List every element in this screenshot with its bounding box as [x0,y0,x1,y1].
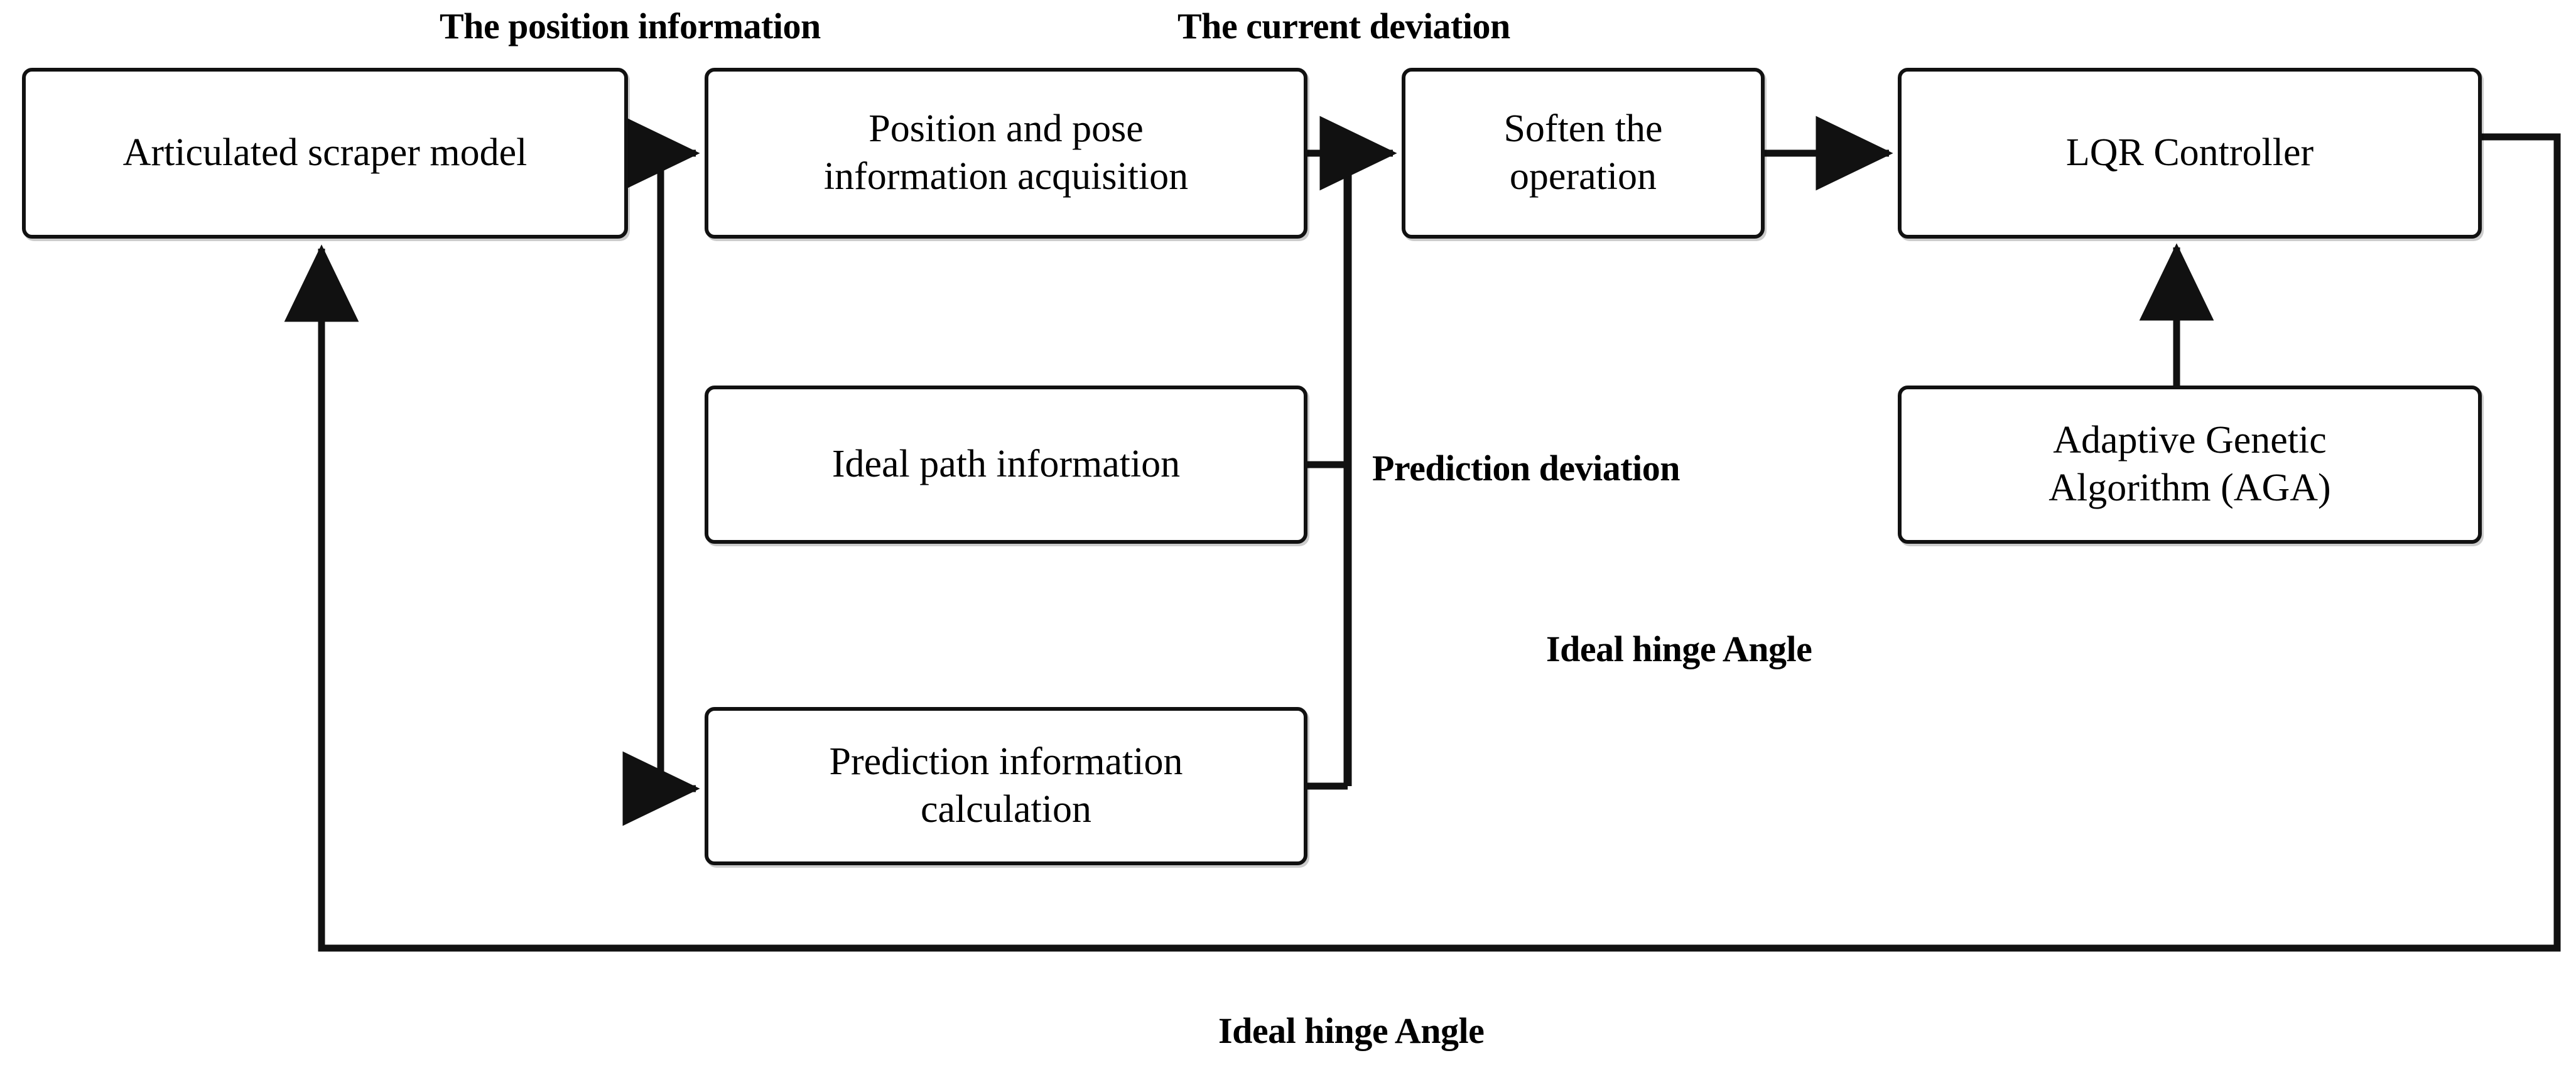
node-ideal-path-information[interactable]: Ideal path information [705,386,1307,544]
node-label-prediction-information-calculation: Prediction information calculation [829,740,1183,831]
edge-label-ideal-hinge-angle-bottom: Ideal hinge Angle [1218,1010,1485,1051]
node-adaptive-genetic-algorithm[interactable]: Adaptive Genetic Algorithm (AGA) [1898,386,2482,544]
node-label-lqr-controller: LQR Controller [2065,131,2314,175]
node-label-adaptive-genetic-algorithm: Adaptive Genetic Algorithm (AGA) [2048,419,2331,509]
node-position-pose-acquisition[interactable]: Position and pose information acquisitio… [705,68,1307,239]
node-soften-the-operation[interactable]: Soften the operation [1402,68,1765,239]
node-articulated-scraper-model[interactable]: Articulated scraper model [22,68,628,239]
node-label-position-pose-acquisition: Position and pose information acquisitio… [823,107,1189,198]
edge-label-current-deviation: The current deviation [1177,6,1510,46]
node-label-articulated-scraper-model: Articulated scraper model [122,131,528,175]
edge-label-ideal-hinge-angle-middle: Ideal hinge Angle [1546,629,1812,669]
node-lqr-controller[interactable]: LQR Controller [1898,68,2482,239]
node-label-ideal-path-information: Ideal path information [831,443,1181,486]
node-prediction-information-calculation[interactable]: Prediction information calculation [705,707,1307,865]
connector-lqr-feedback-path [284,133,2561,952]
edge-label-prediction-deviation: Prediction deviation [1372,448,1680,489]
node-label-soften-the-operation: Soften the operation [1503,107,1663,198]
edge-label-position-information: The position information [440,6,821,46]
